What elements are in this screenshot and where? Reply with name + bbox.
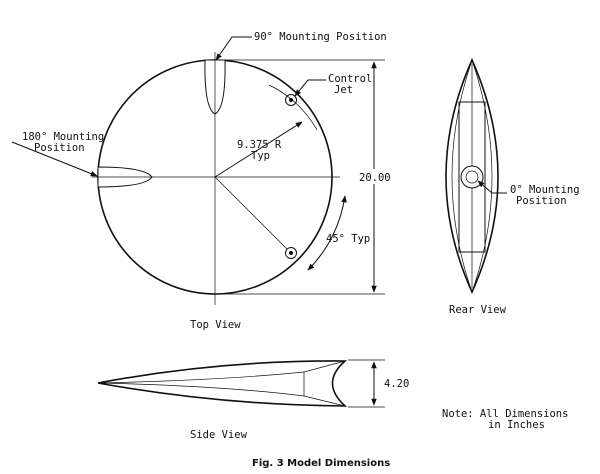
- leader-control-jet: [294, 79, 326, 97]
- control-jet-upper: [285, 94, 297, 106]
- figure-caption: Fig. 3 Model Dimensions: [252, 458, 390, 469]
- label-radius-2: Typ: [251, 150, 270, 162]
- label-180-mounting-2: Position: [34, 142, 85, 154]
- control-jet-lower: [285, 247, 297, 259]
- label-height: 4.20: [384, 378, 409, 390]
- radial-line-45: [214, 176, 288, 250]
- leader-90: [215, 36, 252, 61]
- angle-arc-45: [307, 195, 347, 271]
- label-90-mounting: 90° Mounting Position: [254, 31, 387, 43]
- label-radius-1: 9.375 R: [237, 139, 282, 151]
- side-view-outline: [97, 360, 348, 407]
- label-0-mounting-2: Position: [516, 195, 567, 207]
- label-diameter: 20.00: [359, 172, 391, 184]
- radius-dimension-arrow: [214, 121, 303, 178]
- side-view: 4.20 Side View: [97, 359, 410, 441]
- leader-0-mounting: [477, 180, 507, 194]
- label-angle-45: 45° Typ: [326, 233, 370, 245]
- note-line-2: in Inches: [488, 419, 545, 431]
- caption-rear-view: Rear View: [449, 304, 507, 316]
- label-0-mounting-1: 0° Mounting: [510, 184, 580, 196]
- jet-radius-arc: [268, 84, 318, 131]
- label-control-jet-1: Control: [328, 73, 372, 85]
- leader-180: [11, 141, 98, 177]
- caption-side-view: Side View: [190, 429, 248, 441]
- label-control-jet-2: Jet: [334, 84, 353, 96]
- rear-view: 0° Mounting Position Rear View: [445, 58, 580, 316]
- label-180-mounting-1: 180° Mounting: [22, 131, 104, 143]
- note-line-1: Note: All Dimensions: [442, 408, 568, 420]
- caption-top-view: Top View: [190, 319, 241, 331]
- mount-0-fairing: [460, 165, 484, 189]
- top-view: 90° Mounting Position 180° Mounting Posi…: [11, 31, 393, 331]
